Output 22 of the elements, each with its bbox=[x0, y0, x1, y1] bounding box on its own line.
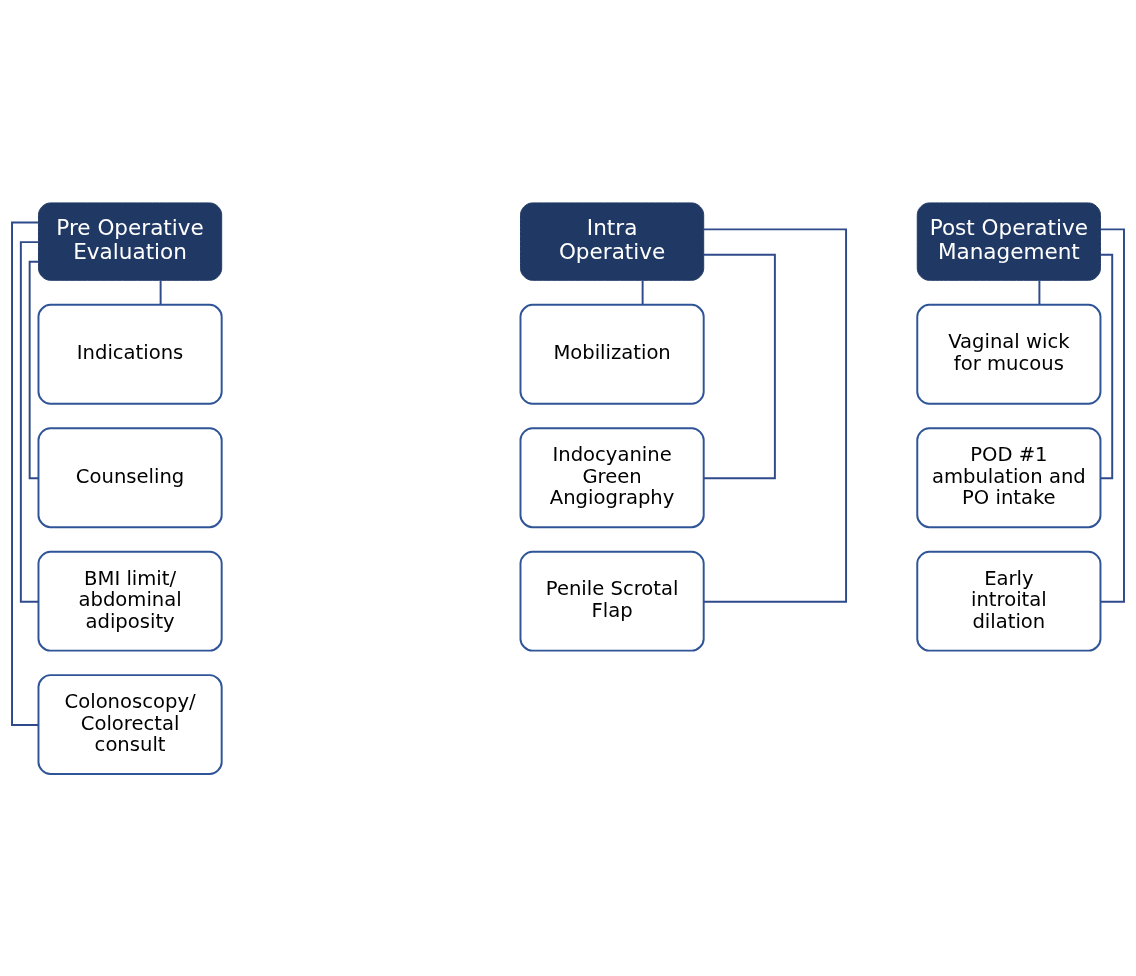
node-box: Pre Operative Evaluation bbox=[38, 201, 223, 281]
connector bbox=[1099, 253, 1114, 479]
connector bbox=[702, 227, 848, 603]
node-box: Counseling bbox=[37, 426, 223, 528]
node-box: Mobilization bbox=[519, 303, 705, 405]
node-box: Intra Operative bbox=[520, 201, 705, 281]
node-box: Colonoscopy/ Colorectal consult bbox=[37, 673, 223, 775]
node-box: Post Operative Management bbox=[916, 201, 1101, 281]
node-box: Vaginal wick for mucous bbox=[916, 303, 1102, 405]
connector bbox=[1038, 278, 1041, 305]
node-box: POD #1 ambulation and PO intake bbox=[916, 426, 1102, 528]
connector bbox=[1099, 227, 1125, 603]
node-box: Penile Scrotal Flap bbox=[519, 550, 705, 652]
node-box: Indications bbox=[37, 303, 223, 405]
node-box: Indocyanine Green Angiography bbox=[519, 426, 705, 528]
connector bbox=[11, 221, 40, 726]
node-box: BMI limit/ abdominal adiposity bbox=[37, 550, 223, 652]
connector bbox=[28, 260, 40, 479]
connector bbox=[159, 278, 162, 305]
node-box: Early introital dilation bbox=[916, 550, 1102, 652]
connector bbox=[702, 253, 776, 479]
connector bbox=[641, 278, 644, 305]
